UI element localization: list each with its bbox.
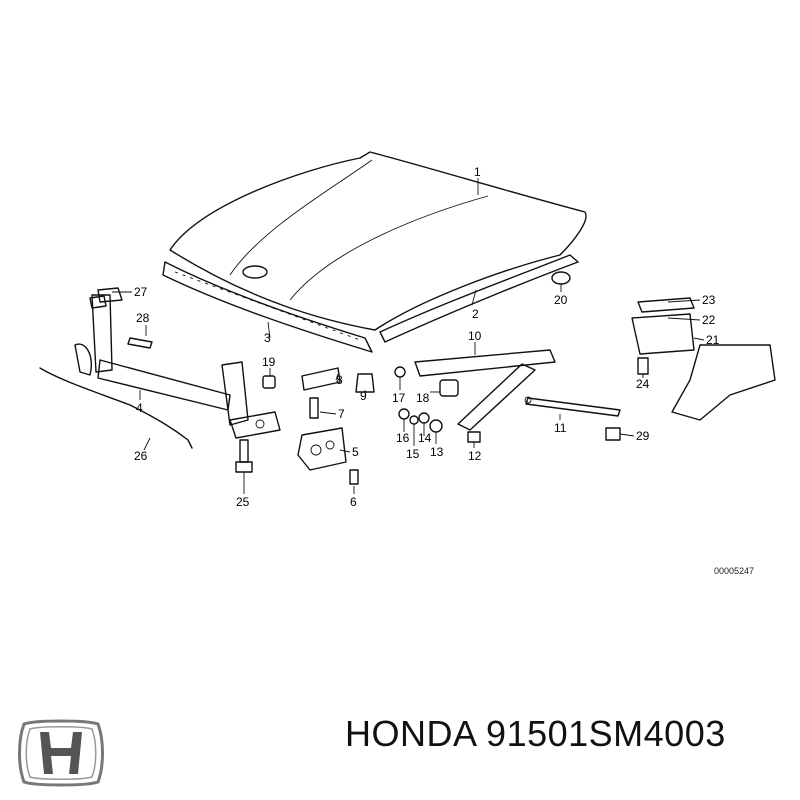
- callout-15: 15: [406, 447, 420, 461]
- clip-12: [467, 431, 481, 443]
- callout-18: 18: [416, 391, 430, 405]
- callout-29: 29: [636, 429, 650, 443]
- callout-labels: 1 2 3 4 5 6 7 8 9 10 11 12 13 14 15 16 1…: [134, 165, 720, 509]
- bolt-7: [309, 397, 319, 419]
- part-number: 91501SM4003: [486, 713, 726, 754]
- bushing-stack: [398, 408, 443, 433]
- callout-11: 11: [554, 421, 567, 435]
- callout-16: 16: [396, 431, 410, 445]
- callout-6: 6: [350, 495, 357, 509]
- callout-4: 4: [136, 401, 143, 415]
- callout-19: 19: [262, 355, 276, 369]
- image-code: 00005247: [714, 566, 754, 576]
- callout-24: 24: [636, 377, 650, 391]
- callout-28: 28: [136, 311, 150, 325]
- nut-19: [262, 375, 276, 389]
- hood-hinge: [631, 297, 776, 421]
- hood-seal-strip: [162, 261, 373, 353]
- gas-strut: [524, 396, 621, 417]
- release-cable: [39, 367, 193, 449]
- callout-10: 10: [468, 329, 482, 343]
- callout-5: 5: [352, 445, 359, 459]
- callout-25: 25: [236, 495, 250, 509]
- clip-nut-29: [605, 427, 621, 441]
- callout-23: 23: [702, 293, 716, 307]
- callout-21: 21: [706, 333, 720, 347]
- callout-20: 20: [554, 293, 568, 307]
- washer-17: [394, 366, 406, 378]
- rear-seal: [379, 254, 579, 343]
- callout-3: 3: [264, 331, 271, 345]
- screw-6: [349, 469, 359, 485]
- callout-8: 8: [336, 373, 343, 387]
- callout-9: 9: [360, 389, 367, 403]
- callout-17: 17: [392, 391, 406, 405]
- grommet-20: [551, 271, 571, 285]
- callout-12: 12: [468, 449, 482, 463]
- striker-8: [301, 367, 341, 391]
- bolt-28: [127, 337, 153, 349]
- callout-2: 2: [472, 307, 479, 321]
- callout-13: 13: [430, 445, 444, 459]
- hinge-bracket-27: [89, 287, 123, 309]
- hinge-arm: [414, 349, 556, 431]
- part-title: HONDA 91501SM4003: [345, 713, 726, 755]
- bolt-24: [637, 357, 649, 375]
- hood-panel: [169, 151, 587, 331]
- hood-support-assembly: [74, 294, 281, 439]
- callout-27: 27: [134, 285, 148, 299]
- brand-name: HONDA: [345, 713, 476, 754]
- callout-22: 22: [702, 313, 716, 327]
- honda-h-logo-icon: [18, 719, 104, 787]
- callout-26: 26: [134, 449, 148, 463]
- buffer-9: [355, 373, 375, 393]
- callout-1: 1: [474, 165, 481, 179]
- leader-lines: [112, 178, 705, 494]
- callout-14: 14: [418, 431, 432, 445]
- bushing-18: [439, 379, 459, 397]
- callout-7: 7: [338, 407, 345, 421]
- bolt-25: [235, 439, 253, 473]
- hood-latch: [297, 427, 347, 471]
